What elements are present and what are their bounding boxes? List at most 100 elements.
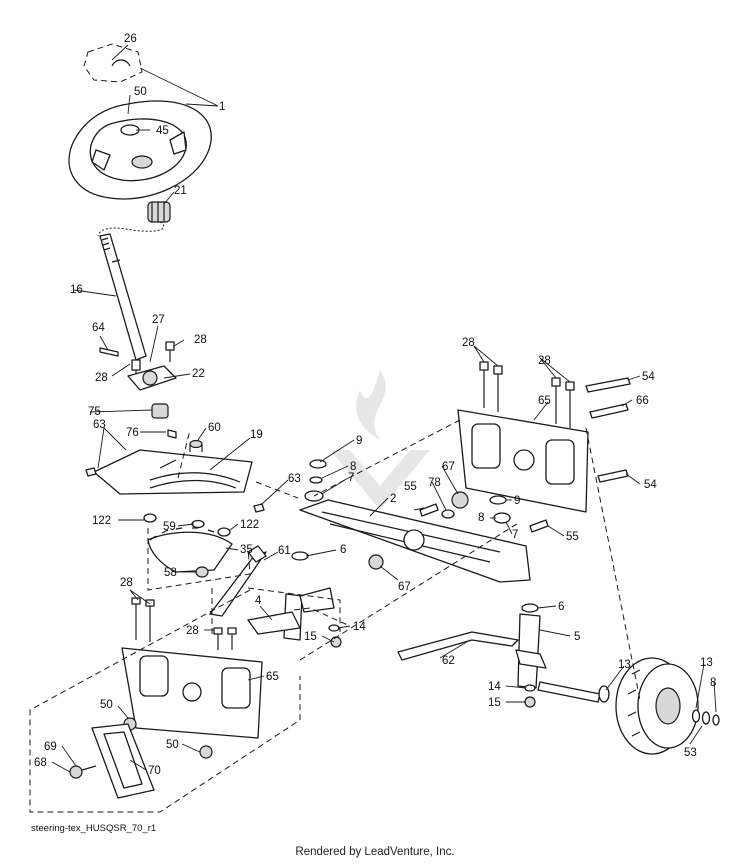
bushings-67-78 (368, 491, 469, 570)
callout-21: 21 (174, 185, 187, 197)
steering-shaft-16 (99, 233, 147, 361)
mount-bracket-65-left (121, 647, 263, 739)
callout-2: 2 (390, 493, 396, 505)
spacers-122 (143, 513, 231, 537)
callout-59: 59 (163, 521, 176, 533)
callout-9: 9 (514, 495, 520, 507)
callout-50: 50 (166, 739, 179, 751)
steering-shaft-adapter-21 (97, 201, 171, 237)
pin-76 (167, 429, 177, 439)
callout-28: 28 (194, 334, 207, 346)
front-wheel (615, 657, 699, 755)
callout-28: 28 (95, 372, 108, 384)
bolts-28-right (479, 361, 575, 428)
callout-6: 6 (558, 601, 564, 613)
callout-62: 62 (442, 655, 455, 667)
callout-55: 55 (404, 481, 417, 493)
callout-labels: 26 1 50 45 21 16 64 27 28 28 22 75 63 76… (34, 33, 716, 777)
callout-35: 35 (240, 544, 253, 556)
bolts-63 (85, 467, 265, 513)
callout-13: 13 (700, 657, 713, 669)
callout-122: 122 (240, 519, 259, 531)
callout-7: 7 (348, 472, 354, 484)
callout-45: 45 (156, 125, 169, 137)
callout-15: 15 (304, 631, 317, 643)
callout-13: 13 (618, 659, 631, 671)
callout-60: 60 (208, 422, 221, 434)
callout-15: 15 (488, 697, 501, 709)
bearing-plate-22 (127, 365, 177, 391)
callout-7: 7 (512, 529, 518, 541)
callout-19: 19 (250, 429, 263, 441)
callout-68: 68 (34, 757, 47, 769)
wheel-spindle-axle (537, 681, 610, 703)
callout-28: 28 (120, 577, 133, 589)
callout-78: 78 (428, 477, 441, 489)
front-axle-2 (299, 499, 531, 583)
callout-65: 65 (538, 395, 551, 407)
callout-64: 64 (92, 322, 105, 334)
callout-58: 58 (164, 567, 177, 579)
bushing-60 (189, 439, 203, 452)
drag-link-61 (209, 545, 267, 617)
callout-70: 70 (148, 765, 161, 777)
callout-6: 6 (340, 544, 346, 556)
callout-66: 66 (636, 395, 649, 407)
leadventure-watermark-logo (300, 360, 460, 520)
callout-69: 69 (44, 741, 57, 753)
diagram-code: steering-tex_HUSQSR_70_r1 (31, 823, 157, 834)
steering-plate-19 (93, 449, 253, 495)
callout-28: 28 (186, 625, 199, 637)
fasteners-68-69 (69, 765, 97, 779)
bolts-28-shaft (131, 341, 175, 382)
callout-50: 50 (134, 86, 147, 98)
wheel-washers-13-8-53 (691, 709, 720, 726)
callout-65: 65 (266, 671, 279, 683)
callout-67: 67 (398, 581, 411, 593)
callout-14: 14 (353, 621, 366, 633)
callout-75: 75 (88, 406, 101, 418)
callout-54: 54 (642, 371, 655, 383)
callout-16: 16 (70, 284, 83, 296)
callout-8: 8 (478, 512, 484, 524)
leader-lines (51, 44, 717, 773)
callout-61: 61 (278, 545, 291, 557)
render-credit: Rendered by LeadVenture, Inc. (295, 846, 455, 858)
callout-26: 26 (124, 33, 137, 45)
callout-8: 8 (710, 677, 716, 689)
callout-53: 53 (684, 747, 697, 759)
callout-1: 1 (219, 101, 225, 113)
callout-9: 9 (356, 435, 362, 447)
pivot-bushings-7-8-9 (304, 459, 511, 524)
sector-gear-35 (147, 519, 233, 578)
steering-wheel (68, 100, 212, 200)
steering-wheel-cap (83, 43, 143, 83)
callout-63: 63 (93, 419, 106, 431)
callout-14: 14 (488, 681, 501, 693)
bolts-54-66 (585, 377, 631, 483)
tie-rod-62 (397, 631, 519, 661)
washers-14-15-left (328, 624, 342, 648)
callout-4: 4 (255, 595, 262, 607)
callout-55: 55 (566, 531, 579, 543)
callout-8: 8 (350, 461, 356, 473)
spindle-5 (515, 613, 547, 689)
callout-122: 122 (92, 515, 111, 527)
bracket-70 (91, 723, 155, 799)
callout-67: 67 (442, 461, 455, 473)
callout-28: 28 (538, 355, 551, 367)
callout-5: 5 (574, 631, 580, 643)
spindle-4 (247, 587, 335, 641)
callout-50: 50 (100, 699, 113, 711)
pinion-gear-75 (151, 403, 169, 419)
callout-22: 22 (192, 368, 205, 380)
mount-bracket-65-right (457, 409, 589, 513)
callout-54: 54 (644, 479, 657, 491)
callout-63: 63 (288, 473, 301, 485)
pin-64 (99, 347, 119, 357)
callout-76: 76 (126, 427, 139, 439)
bolts-28-lower (131, 597, 237, 650)
washers-14-15-right (524, 684, 536, 708)
callout-27: 27 (152, 314, 165, 326)
